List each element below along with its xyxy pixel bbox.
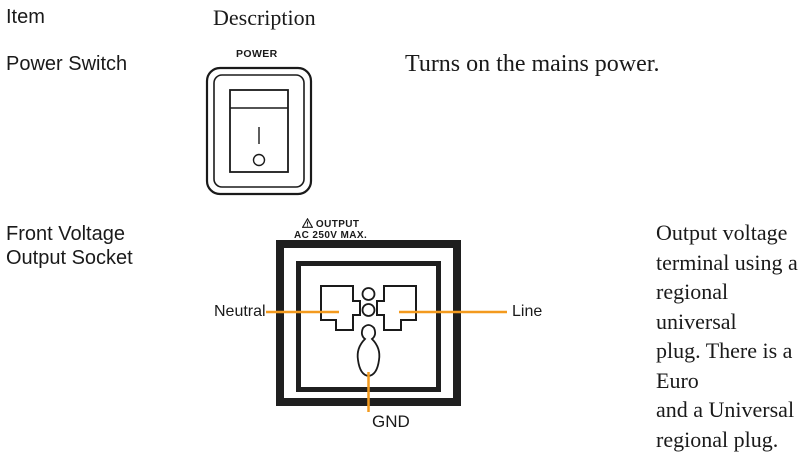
item-label-power-switch: Power Switch bbox=[6, 52, 127, 76]
power-switch-illustration bbox=[205, 66, 313, 196]
power-panel-label: POWER bbox=[236, 48, 278, 60]
description-line: regional plug. bbox=[656, 425, 799, 454]
warning-triangle-icon bbox=[302, 218, 313, 228]
item-label-line-2: Output Socket bbox=[6, 246, 133, 270]
description-line: Output voltage bbox=[656, 218, 799, 248]
description-power-switch: Turns on the mains power. bbox=[405, 50, 659, 78]
description-front-voltage-output-socket: Output voltage terminal using a regional… bbox=[656, 218, 799, 454]
column-header-item: Item bbox=[6, 6, 45, 29]
output-socket-illustration bbox=[228, 236, 568, 412]
description-line: terminal using a bbox=[656, 248, 799, 278]
callout-neutral: Neutral bbox=[214, 303, 266, 321]
item-label-line-1: Front Voltage bbox=[6, 222, 133, 246]
item-label-front-voltage-output-socket: Front Voltage Output Socket bbox=[6, 222, 133, 270]
description-line: and a Universal bbox=[656, 395, 799, 425]
column-header-description: Description bbox=[213, 5, 316, 31]
callout-gnd: GND bbox=[372, 412, 410, 432]
description-line: plug. There is a Euro bbox=[656, 336, 799, 395]
output-title: OUTPUT bbox=[294, 218, 367, 230]
callout-line: Line bbox=[512, 303, 542, 321]
description-line: regional universal bbox=[656, 277, 799, 336]
